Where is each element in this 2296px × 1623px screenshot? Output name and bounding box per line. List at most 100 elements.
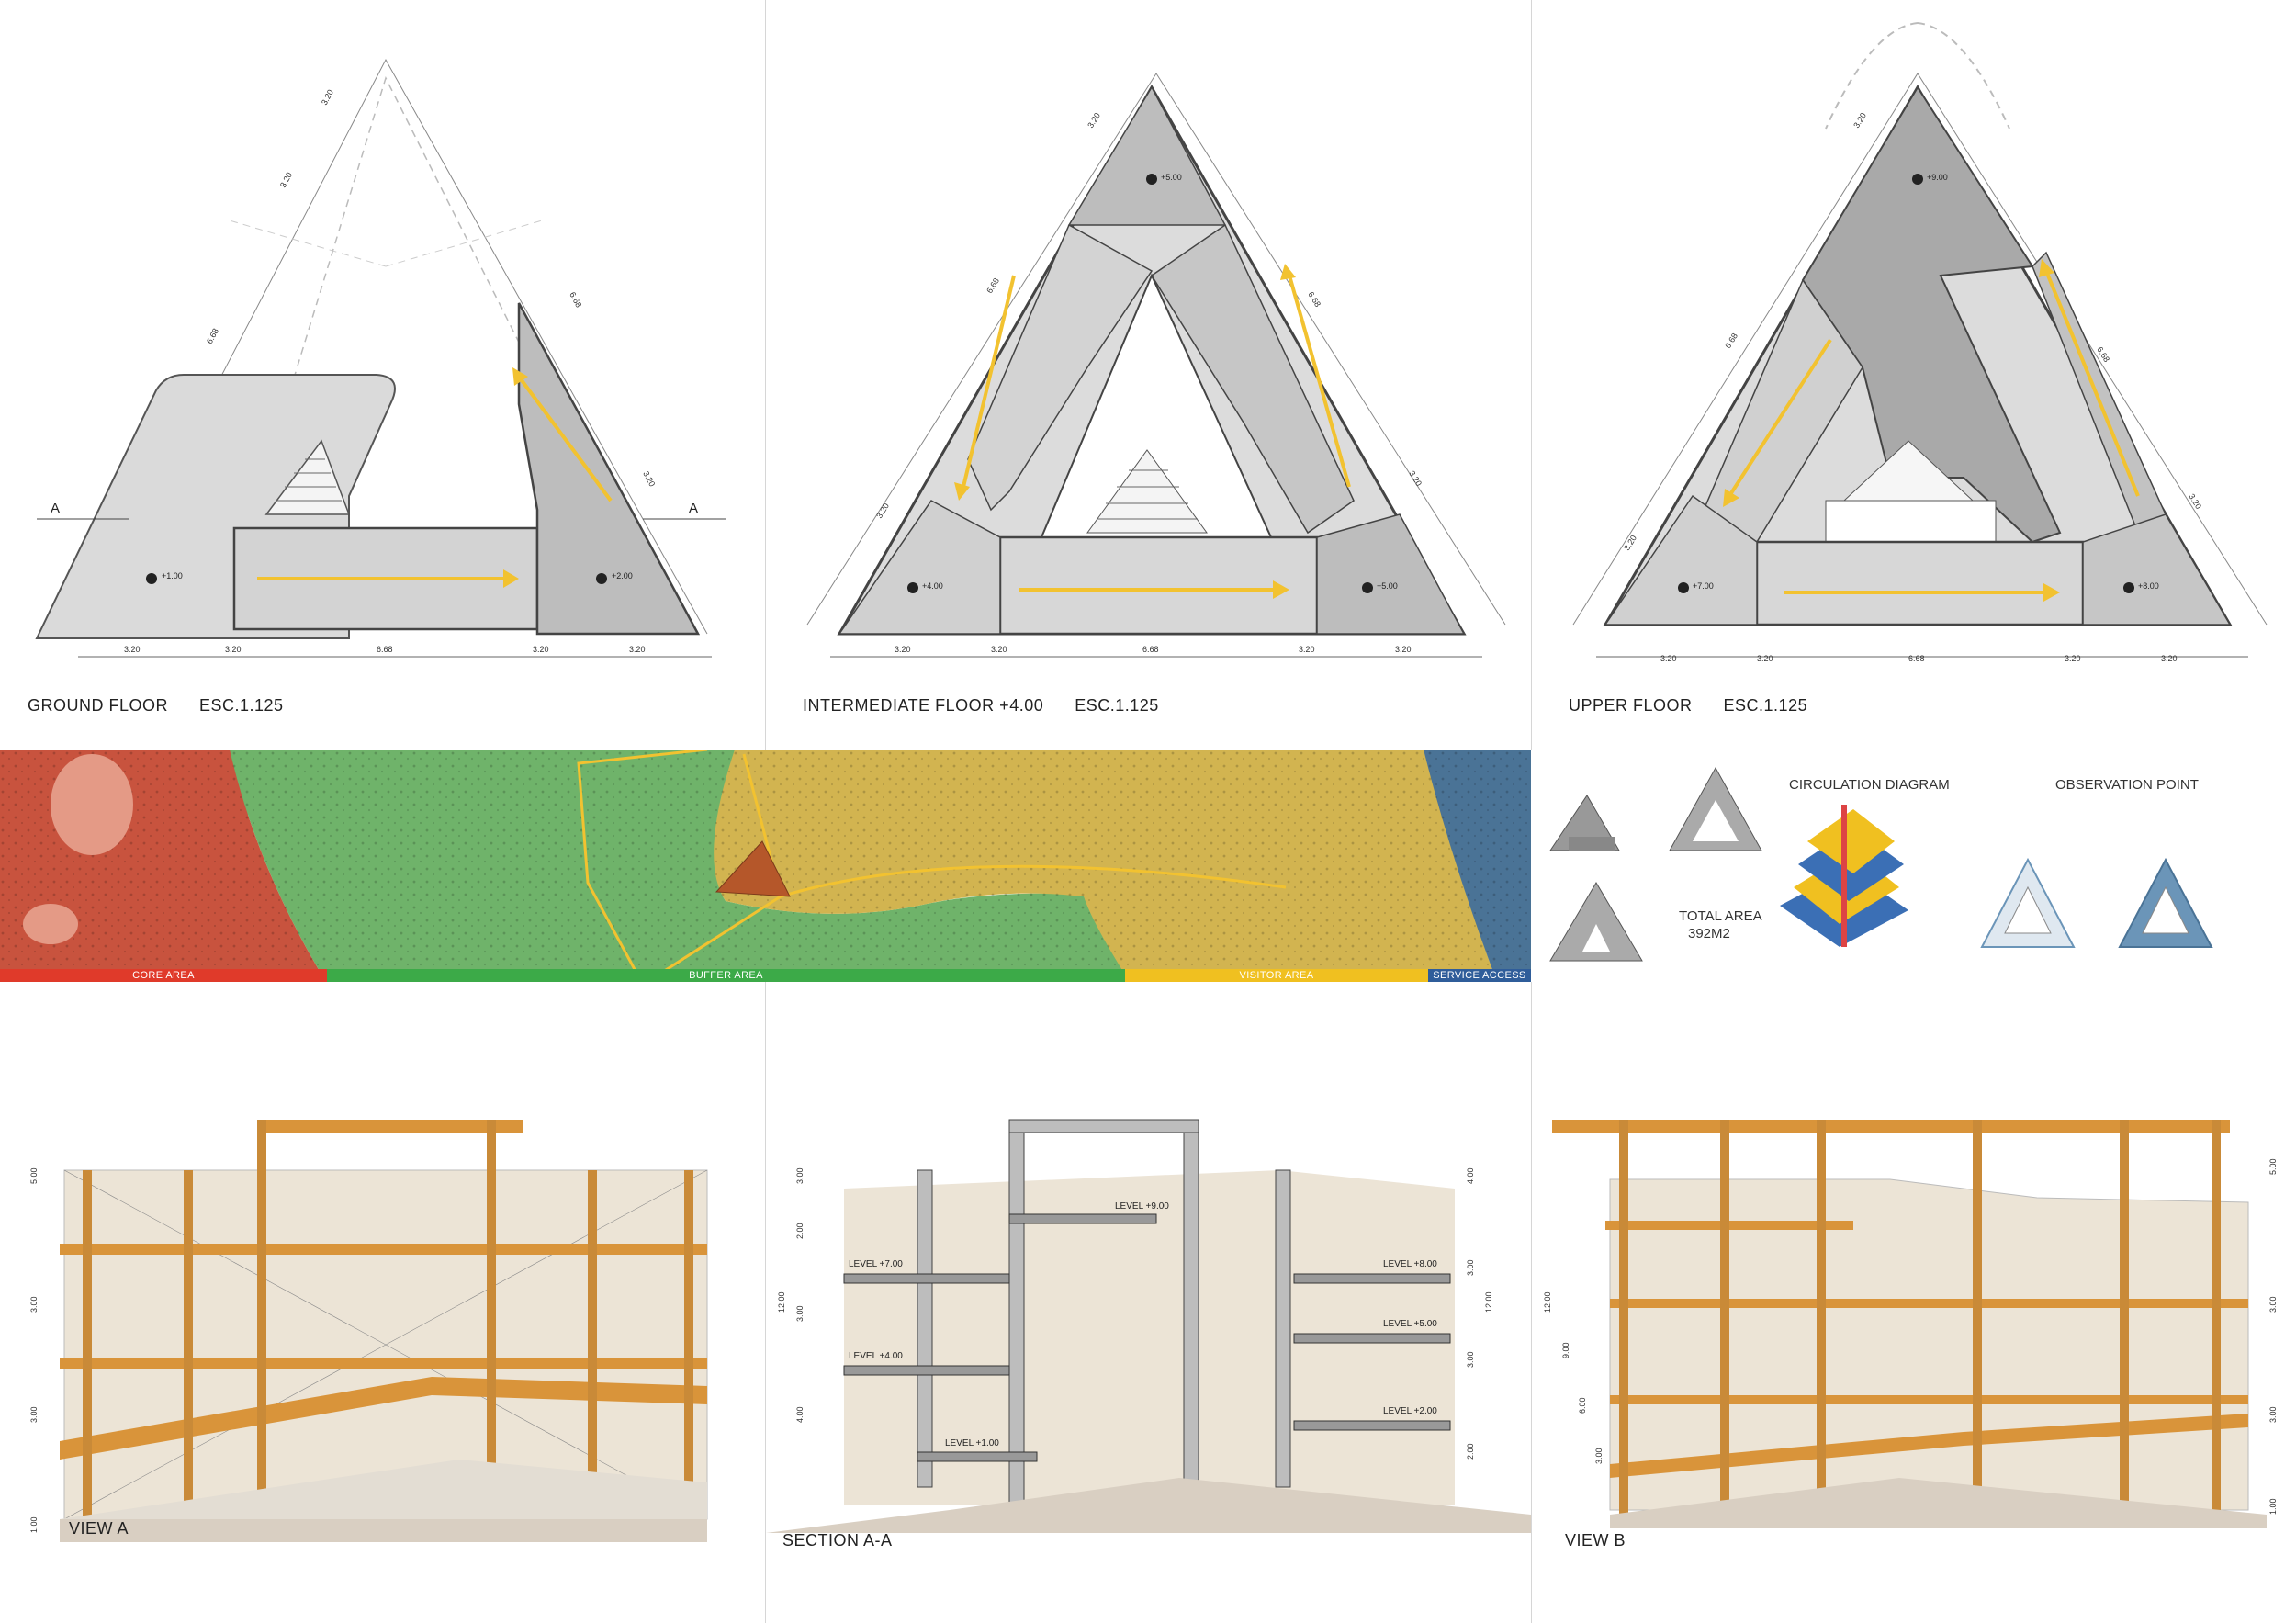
section-mark-right: A [689, 501, 698, 516]
upper-floor-scale: ESC.1.125 [1723, 696, 1808, 715]
elevation-view-b: 12.00 9.00 6.00 3.00 5.00 3.00 3.00 1.00… [1532, 982, 2296, 1623]
level-plus-1: +1.00 [162, 571, 183, 580]
plan-ground-floor: +1.00 +2.00 A A 3.20 3.20 6.68 3.20 3.20… [0, 0, 765, 750]
view-b-title: VIEW B [1565, 1531, 1626, 1550]
level-1: LEVEL +1.00 [945, 1438, 999, 1448]
sec-dim-l5: 12.00 [777, 1291, 786, 1313]
int-dim-s2: 6.68 [985, 276, 1001, 295]
vb-dim-r2: 3.00 [2268, 1296, 2278, 1313]
vb-dim-r4: 1.00 [2268, 1498, 2278, 1515]
sec-dim-r4: 2.00 [1466, 1443, 1475, 1460]
dim-bottom-1: 3.20 [124, 645, 141, 654]
zone-core: CORE AREA [0, 969, 327, 982]
ground-floor-title: GROUND FLOOR ESC.1.125 [28, 696, 284, 716]
level-8: LEVEL +8.00 [1383, 1259, 1437, 1269]
sec-dim-l1: 3.00 [795, 1167, 805, 1184]
ground-floor-drawing: +1.00 +2.00 A A 3.20 3.20 6.68 3.20 3.20… [35, 58, 726, 658]
int-dim-b4: 3.20 [1299, 645, 1315, 654]
level-2: LEVEL +2.00 [1383, 1406, 1437, 1416]
site-zoning-map: CORE AREA BUFFER AREA VISITOR AREA SERVI… [0, 750, 1531, 982]
up-dim-s4: 3.20 [1622, 534, 1638, 552]
section-a-a: LEVEL +9.00 LEVEL +7.00 LEVEL +8.00 LEVE… [766, 982, 1531, 1623]
observation-point-title: OBSERVATION POINT [2055, 777, 2199, 793]
level-7: LEVEL +7.00 [849, 1259, 903, 1269]
sec-dim-r3: 3.00 [1466, 1351, 1475, 1368]
vb-dim-l4: 3.00 [1594, 1448, 1604, 1464]
va-dim-4: 1.00 [29, 1516, 39, 1533]
int-dim-b2: 3.20 [991, 645, 1007, 654]
up-level-left: +7.00 [1693, 581, 1714, 591]
up-dim-b3: 6.68 [1908, 654, 1925, 663]
zone-service-label: SERVICE ACCESS [1433, 970, 1526, 981]
zone-visitor: VISITOR AREA [1125, 969, 1428, 982]
plan-upper-floor: +9.00 +7.00 +8.00 3.20 3.20 6.68 3.20 3.… [1532, 0, 2296, 750]
upper-floor-label: UPPER FLOOR [1569, 696, 1693, 715]
int-dim-b5: 3.20 [1395, 645, 1412, 654]
diagrams-drawing [1549, 766, 2213, 962]
view-a-drawing: 5.00 3.00 3.00 1.00 [29, 1120, 708, 1542]
total-area-value: 392M2 [1688, 926, 1730, 941]
sec-dim-l3: 3.00 [795, 1305, 805, 1322]
up-dim-s1: 3.20 [1851, 111, 1868, 130]
dim-bottom-4: 3.20 [533, 645, 549, 654]
up-dim-s3: 6.68 [2095, 345, 2111, 364]
up-dim-b4: 3.20 [2065, 654, 2081, 663]
zone-service: SERVICE ACCESS [1428, 969, 1531, 982]
zone-buffer: BUFFER AREA [327, 969, 1125, 982]
up-dim-b2: 3.20 [1757, 654, 1773, 663]
level-5: LEVEL +5.00 [1383, 1319, 1437, 1329]
up-dim-b5: 3.20 [2161, 654, 2178, 663]
vb-dim-r1: 5.00 [2268, 1158, 2278, 1175]
intermediate-floor-scale: ESC.1.125 [1075, 696, 1159, 715]
va-dim-3: 3.00 [29, 1406, 39, 1423]
int-dim-s1: 3.20 [1086, 111, 1102, 130]
sec-dim-l4: 4.00 [795, 1406, 805, 1423]
total-area-label: TOTAL AREA [1679, 908, 1762, 924]
intermediate-floor-drawing: +5.00 +4.00 +5.00 3.20 3.20 6.68 3.20 3.… [806, 73, 1506, 658]
dim-side-2: 3.20 [278, 171, 294, 189]
up-level-top: +9.00 [1927, 173, 1948, 182]
ground-floor-label: GROUND FLOOR [28, 696, 169, 715]
zone-core-label: CORE AREA [132, 970, 195, 981]
sec-dim-l2: 2.00 [795, 1223, 805, 1239]
int-dim-s4: 3.20 [874, 502, 891, 520]
circulation-diagram-title: CIRCULATION DIAGRAM [1789, 777, 1950, 793]
up-dim-s5: 3.20 [2187, 492, 2203, 511]
int-dim-b3: 6.68 [1142, 645, 1159, 654]
dim-bottom-5: 3.20 [629, 645, 646, 654]
int-level-left: +4.00 [922, 581, 943, 591]
sec-dim-r2: 3.00 [1466, 1259, 1475, 1276]
dim-side-4: 6.68 [568, 290, 583, 309]
vb-dim-l1: 12.00 [1543, 1291, 1552, 1313]
int-dim-s3: 6.68 [1306, 290, 1322, 309]
level-4: LEVEL +4.00 [849, 1351, 903, 1361]
section-drawing: LEVEL +9.00 LEVEL +7.00 LEVEL +8.00 LEVE… [766, 1119, 1531, 1533]
va-dim-2: 3.00 [29, 1296, 39, 1313]
section-mark-left: A [51, 501, 60, 516]
zone-buffer-label: BUFFER AREA [689, 970, 763, 981]
zone-visitor-label: VISITOR AREA [1239, 970, 1314, 981]
upper-floor-title: UPPER FLOOR ESC.1.125 [1569, 696, 1807, 716]
plan-intermediate-floor: +5.00 +4.00 +5.00 3.20 3.20 6.68 3.20 3.… [766, 0, 1531, 750]
vb-dim-l3: 6.00 [1578, 1397, 1587, 1414]
up-dim-s2: 6.68 [1723, 332, 1739, 350]
dim-bottom-2: 3.20 [225, 645, 242, 654]
view-b-drawing: 12.00 9.00 6.00 3.00 5.00 3.00 3.00 1.00 [1543, 1120, 2278, 1528]
int-level-top: +5.00 [1161, 173, 1182, 182]
dim-side-5: 3.20 [641, 469, 657, 488]
section-title: SECTION A-A [782, 1531, 893, 1550]
ground-floor-scale: ESC.1.125 [199, 696, 284, 715]
upper-floor-drawing: +9.00 +7.00 +8.00 3.20 3.20 6.68 3.20 3.… [1572, 22, 2268, 663]
sec-dim-r5: 12.00 [1484, 1291, 1493, 1313]
level-9: LEVEL +9.00 [1115, 1201, 1169, 1212]
level-plus-2: +2.00 [612, 571, 633, 580]
va-dim-1: 5.00 [29, 1167, 39, 1184]
diagrams-panel: CIRCULATION DIAGRAM OBSERVATION POINT TO… [1532, 750, 2296, 982]
site-map-drawing [0, 750, 1531, 982]
int-dim-b1: 3.20 [895, 645, 911, 654]
int-dim-s5: 3.20 [1407, 469, 1424, 488]
up-dim-b1: 3.20 [1660, 654, 1677, 663]
sec-dim-r1: 4.00 [1466, 1167, 1475, 1184]
vb-dim-l2: 9.00 [1561, 1342, 1570, 1358]
